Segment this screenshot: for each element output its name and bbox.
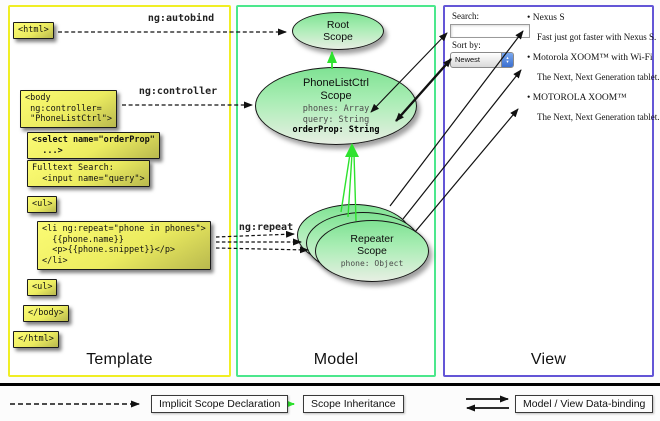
phonelistctrl-prop-query: query: String	[302, 114, 370, 125]
phone-item-3-desc: The Next, Next Generation tablet.	[537, 112, 660, 122]
legend-implicit-scope: Implicit Scope Declaration	[151, 395, 289, 413]
legend-scope-inheritance: Scope Inheritance	[303, 395, 404, 413]
ng-controller-label: ng:controller	[138, 86, 218, 97]
code-li-repeat: <li ng:repeat="phone in phones"> {{phone…	[37, 221, 211, 270]
code-body-open: <body ng:controller= "PhoneListCtrl">	[20, 90, 117, 128]
legend-separator	[0, 383, 660, 386]
phone-item-3-name: MOTOROLA XOOM™	[532, 93, 627, 103]
search-input[interactable]	[450, 24, 530, 38]
code-ul-open: <ul>	[27, 196, 58, 213]
code-fulltext-search: Fulltext Search: <input name="query">	[27, 160, 150, 188]
phone-item-2-desc: The Next, Next Generation tablet.	[537, 72, 660, 82]
code-body-close: </body>	[23, 305, 69, 322]
phone-item-2-name: Motorola XOOM™ with Wi-Fi	[532, 53, 653, 63]
bullet-icon: •	[527, 93, 531, 103]
sort-select-value: Newest	[455, 55, 481, 64]
search-label: Search:	[452, 11, 479, 21]
phone-item-1-name: Nexus S	[532, 13, 565, 23]
root-scope-ellipse: Root Scope	[292, 12, 384, 50]
model-column: Model	[236, 5, 436, 377]
phone-item-1: • Nexus S	[527, 13, 565, 23]
phonelistctrl-scope-ellipse: PhoneListCtrl Scope phones: Array query:…	[255, 67, 417, 145]
phonelistctrl-prop-orderprop: orderProp: String	[292, 124, 380, 135]
sort-select[interactable]: Newest ▴▾	[450, 52, 514, 68]
phonelistctrl-scope-title: PhoneListCtrl Scope	[302, 77, 370, 102]
phonelistctrl-prop-phones: phones: Array	[302, 104, 370, 115]
repeater-prop-phone: phone: Object	[340, 259, 404, 269]
model-column-label: Model	[313, 351, 359, 368]
phone-item-3: • MOTOROLA XOOM™	[527, 93, 627, 103]
view-column-label: View	[530, 351, 567, 368]
select-stepper-icon: ▴▾	[501, 53, 513, 67]
ng-repeat-label: ng:repeat	[238, 222, 294, 233]
phone-item-1-desc: Fast just got faster with Nexus S.	[537, 32, 657, 42]
legend-data-binding: Model / View Data-binding	[515, 395, 654, 413]
template-column-label: Template	[86, 351, 153, 368]
code-html-open: <html>	[13, 22, 54, 39]
bullet-icon: •	[527, 13, 531, 23]
repeater-scope-title: Repeater Scope	[350, 233, 394, 258]
phone-item-2: • Motorola XOOM™ with Wi-Fi	[527, 53, 653, 63]
bullet-icon: •	[527, 53, 531, 63]
root-scope-title: Root Scope	[323, 18, 353, 43]
sort-by-label: Sort by:	[452, 40, 481, 50]
code-html-close: </html>	[13, 331, 59, 348]
repeater-scope-ellipse-front: Repeater Scope phone: Object	[315, 220, 429, 282]
code-select: <select name="orderProp" ...>	[27, 132, 160, 160]
ng-autobind-label: ng:autobind	[147, 13, 215, 24]
code-ul-close: <ul>	[27, 279, 58, 296]
